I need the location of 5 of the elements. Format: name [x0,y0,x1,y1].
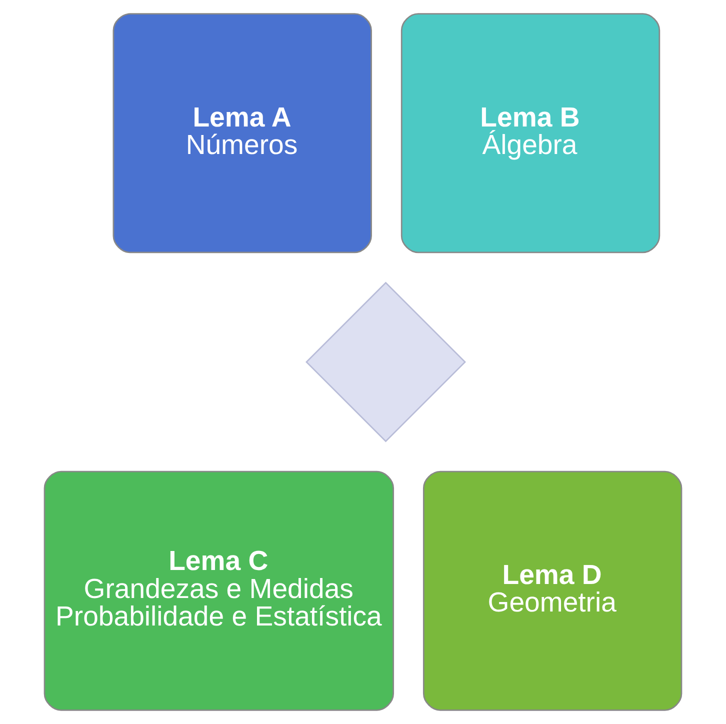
node-box: Lema D Geometria [422,470,682,711]
node-box: Lema A Números [112,13,372,254]
node-diamond [306,282,466,442]
node-box: Lema B Álgebra [400,13,660,254]
node-box: Lema C Grandezas e Medidas Probabilidade e Estatística [44,470,394,711]
